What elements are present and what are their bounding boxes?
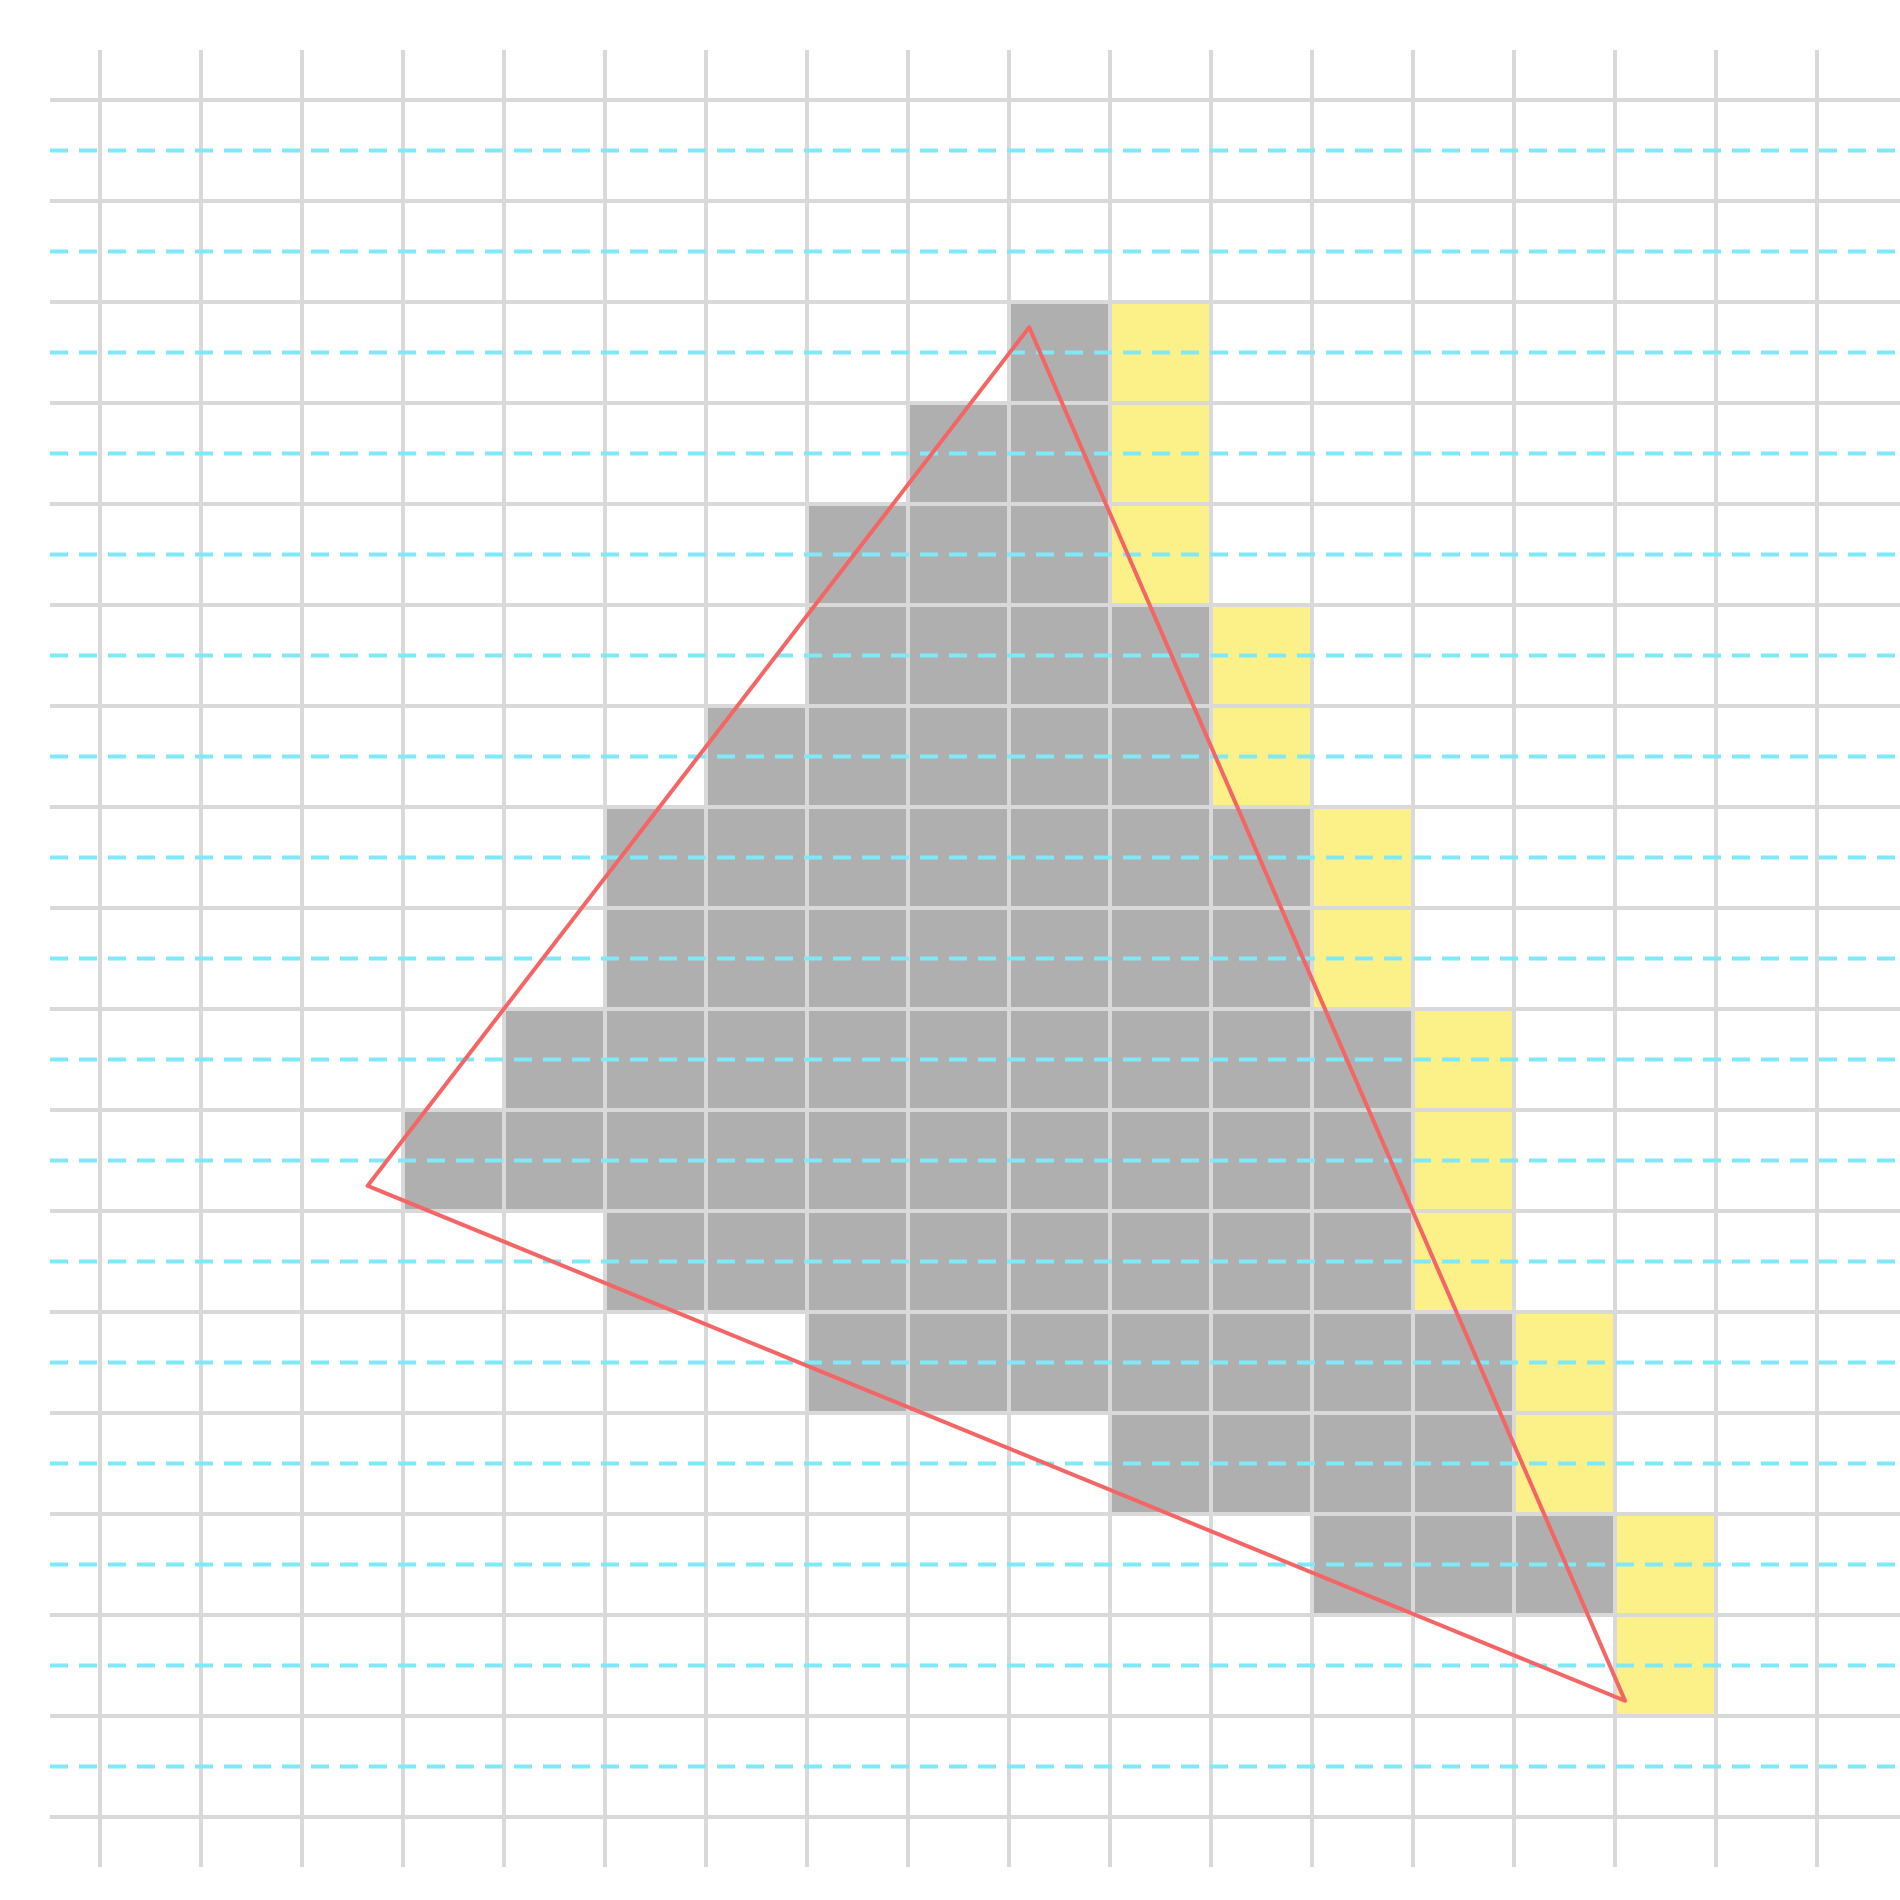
covered-pixel bbox=[1009, 1312, 1110, 1413]
covered-pixel bbox=[1009, 1009, 1110, 1110]
covered-pixel bbox=[1009, 1110, 1110, 1211]
covered-pixel bbox=[1009, 302, 1110, 403]
triangle-outline bbox=[365, 325, 1628, 1703]
covered-pixel bbox=[1009, 908, 1110, 1009]
covered-pixel bbox=[1009, 403, 1110, 504]
covered-pixel bbox=[1009, 605, 1110, 706]
covered-pixel bbox=[1009, 504, 1110, 605]
covered-pixel bbox=[1009, 1211, 1110, 1312]
covered-pixel bbox=[1009, 706, 1110, 807]
triangle-layer bbox=[365, 325, 1628, 1703]
covered-pixel bbox=[1009, 807, 1110, 908]
scanlines-layer bbox=[50, 148, 1900, 1769]
